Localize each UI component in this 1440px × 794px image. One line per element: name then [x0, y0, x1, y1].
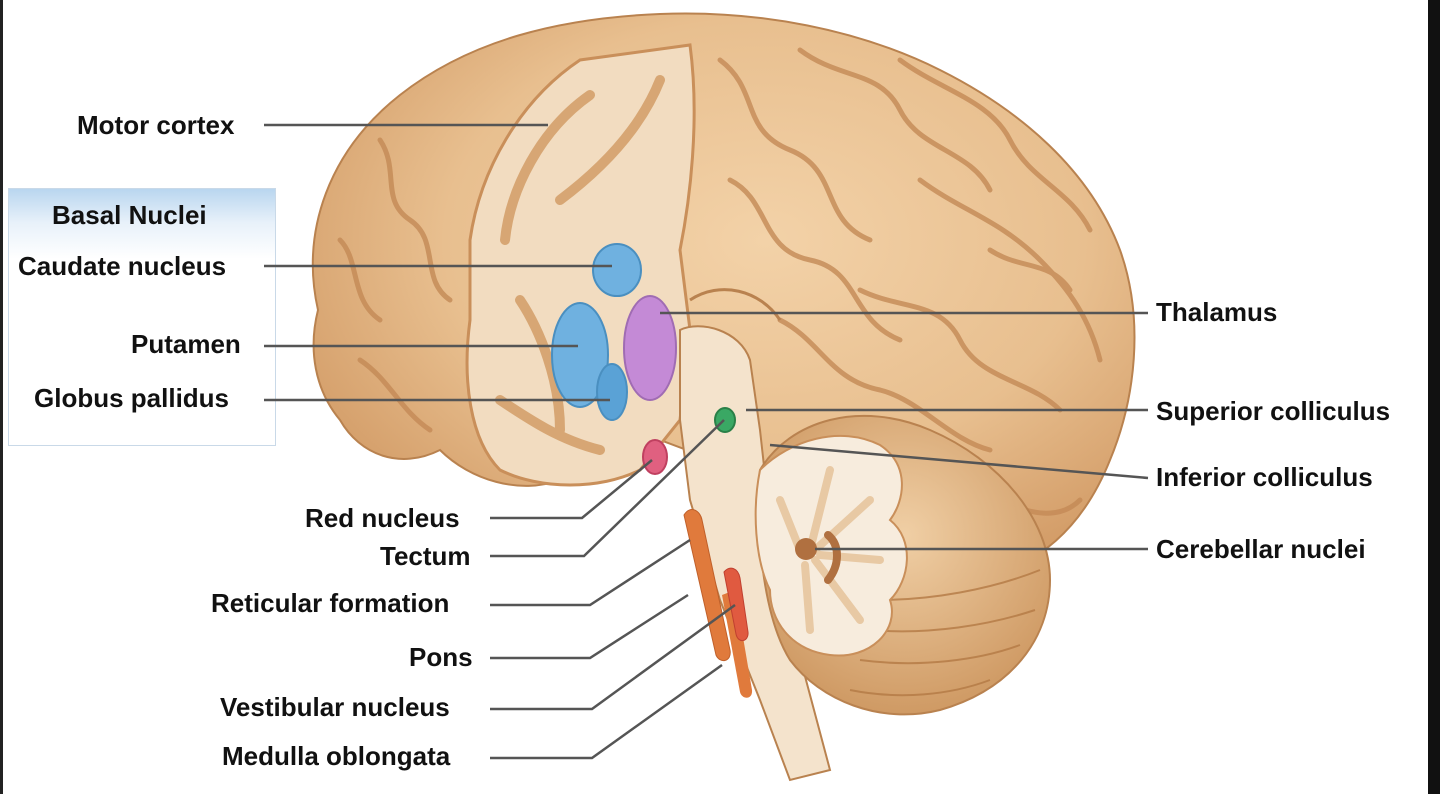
label-thalamus: Thalamus — [1156, 297, 1278, 327]
vestibular-line — [490, 603, 736, 711]
label-pons: Pons — [409, 642, 473, 672]
label-inferior-colliculus: Inferior colliculus — [1156, 462, 1373, 492]
basal-nuclei-box — [8, 188, 276, 446]
label-caudate-nucleus: Caudate nucleus — [18, 251, 227, 281]
label-cerebellar-nuclei: Cerebellar nuclei — [1156, 534, 1366, 564]
vestibular-nucleus-shape — [723, 567, 749, 641]
label-medulla-oblongata: Medulla oblongata — [222, 741, 451, 771]
tectum-line — [490, 419, 725, 558]
left-frame-border — [0, 0, 3, 794]
red-nucleus-shape — [642, 439, 668, 475]
tectum-shape — [714, 407, 736, 433]
basal-nuclei-title: Basal Nuclei — [52, 200, 207, 230]
caudate-nucleus-shape — [592, 243, 642, 297]
label-vestibular-nucleus: Vestibular nucleus — [220, 692, 450, 722]
right-frame-border — [1428, 0, 1440, 794]
reticular-formation-shape — [683, 509, 731, 662]
arbor-branches — [776, 466, 884, 634]
label-red-nucleus: Red nucleus — [305, 503, 460, 533]
inferior-line — [769, 443, 1149, 480]
leader-lines — [264, 123, 1149, 760]
thalamus-shape — [623, 295, 677, 401]
label-reticular-formation: Reticular formation — [211, 588, 450, 618]
red-nucleus-line — [490, 459, 653, 520]
label-globus-pallidus: Globus pallidus — [34, 383, 230, 413]
cerebellar-folia — [849, 569, 1041, 697]
putamen-shape — [551, 302, 609, 408]
cerebellar-nuclei-shape — [795, 538, 817, 560]
label-motor-cortex: Motor cortex — [77, 110, 235, 140]
reticular-line — [490, 538, 691, 607]
label-superior-colliculus: Superior colliculus — [1156, 396, 1391, 426]
globus-pallidus-shape — [596, 363, 628, 421]
label-tectum: Tectum — [380, 541, 471, 571]
label-putamen: Putamen — [131, 329, 241, 359]
pons-line — [490, 593, 689, 660]
medulla-line — [490, 663, 723, 760]
